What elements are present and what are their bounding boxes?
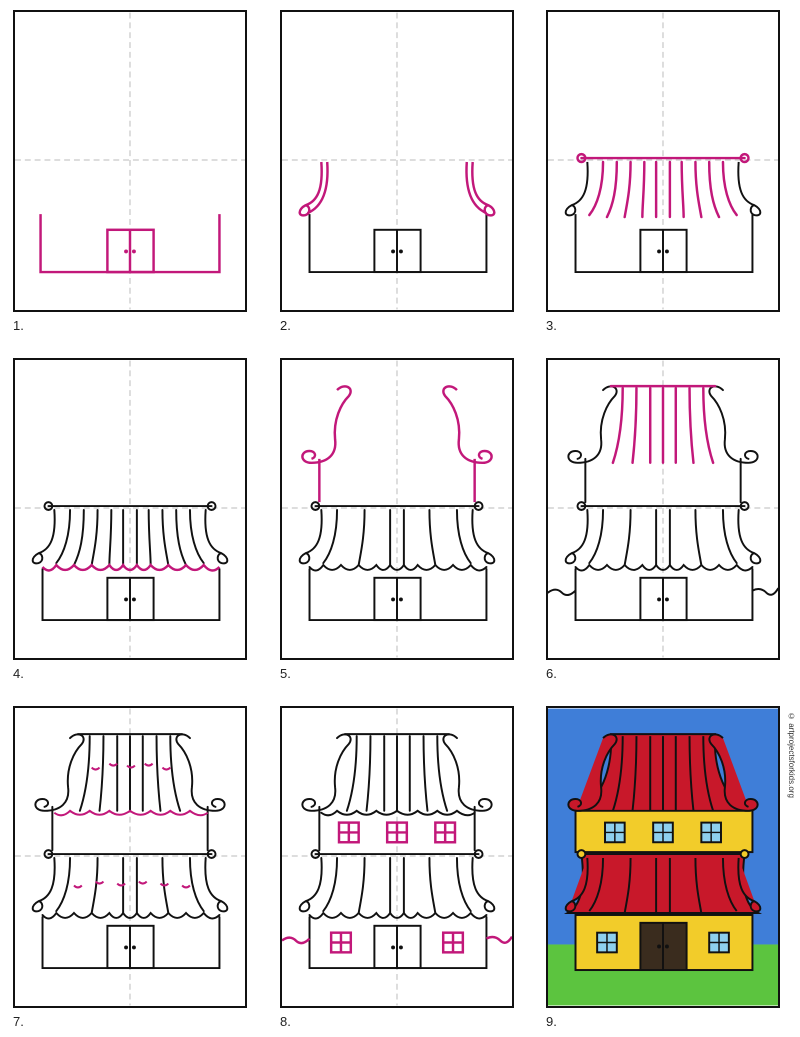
step-4-drawing: [15, 360, 245, 658]
step-9-colored-pagoda: [548, 708, 778, 1006]
step-7-drawing: [15, 708, 245, 1006]
step-6-label: 6.: [546, 666, 557, 681]
step-3-label: 3.: [546, 318, 557, 333]
step-8-panel: [280, 706, 514, 1008]
step-1-panel: [13, 10, 247, 312]
step-5-drawing: [282, 360, 512, 658]
step-9-panel: [546, 706, 780, 1008]
step-6-drawing: [548, 360, 778, 658]
step-9-label: 9.: [546, 1014, 557, 1029]
step-7-panel: [13, 706, 247, 1008]
step-8-drawing: [282, 708, 512, 1006]
step-7-label: 7.: [13, 1014, 24, 1029]
step-2-label: 2.: [280, 318, 291, 333]
step-1-label: 1.: [13, 318, 24, 333]
site-credit: © artprojectsforkids.org: [787, 712, 796, 798]
step-8-label: 8.: [280, 1014, 291, 1029]
step-5-panel: [280, 358, 514, 660]
step-2-panel: [280, 10, 514, 312]
step-3-drawing: [548, 12, 778, 310]
step-6-panel: [546, 358, 780, 660]
step-4-label: 4.: [13, 666, 24, 681]
step-4-panel: [13, 358, 247, 660]
step-5-label: 5.: [280, 666, 291, 681]
step-1-drawing: [15, 12, 245, 310]
step-2-drawing: [282, 12, 512, 310]
step-3-panel: [546, 10, 780, 312]
